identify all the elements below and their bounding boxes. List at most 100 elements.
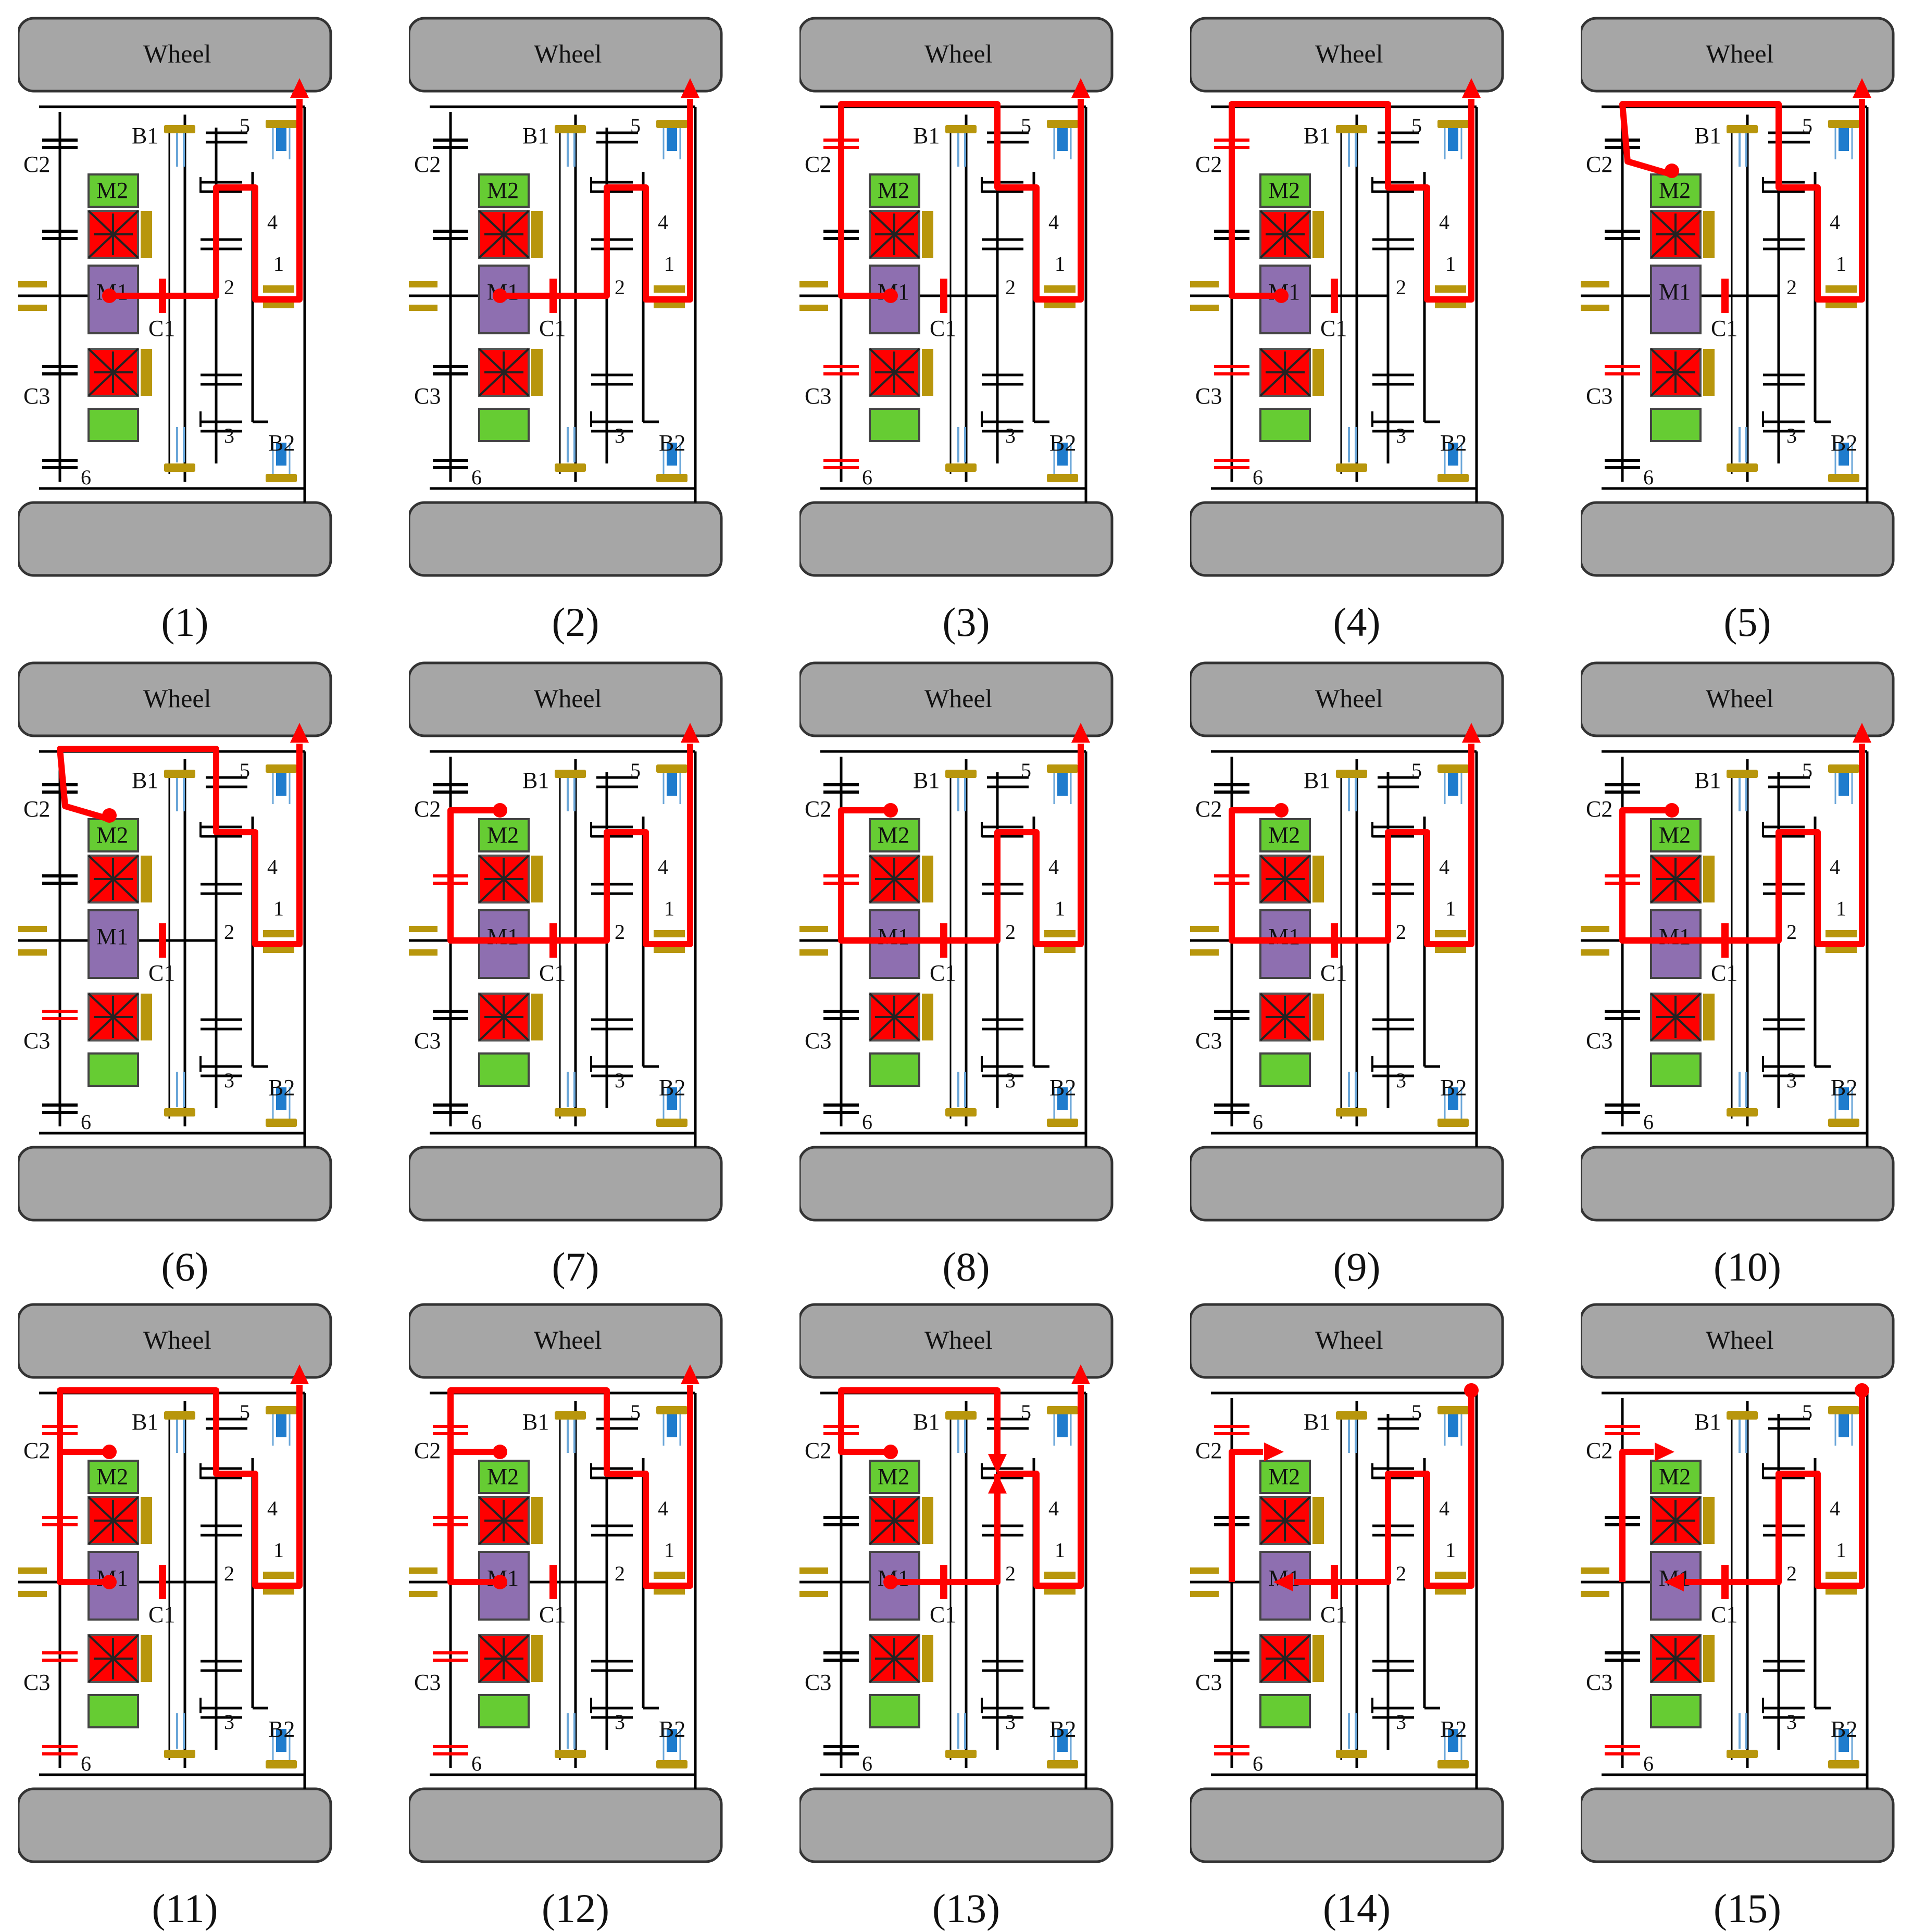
clutch-c3 [1214, 1651, 1249, 1654]
label-gear-1: 1 [1055, 252, 1065, 275]
label-c3: C3 [805, 1670, 831, 1695]
power-flow-arrow [290, 723, 309, 743]
gear-4-set [1763, 1467, 1805, 1479]
gear-lower-set [1763, 1018, 1805, 1031]
label-gear-6: 6 [471, 1752, 482, 1775]
label-c3: C3 [414, 1028, 441, 1053]
clutch-c3-lower-plate [1214, 1752, 1249, 1755]
clutch-c2-lower-plate [1605, 237, 1640, 240]
clutch-c3-plate [823, 1017, 859, 1020]
lower-green-block [478, 1694, 530, 1728]
label-gear-6: 6 [1253, 1752, 1263, 1775]
clutch-c3-lower [1214, 1745, 1249, 1748]
power-flow-arrow [681, 723, 699, 743]
wheel-top [18, 661, 332, 737]
left-bearing [799, 281, 828, 287]
power-flow-path [838, 744, 1084, 947]
gear-2-set [1372, 883, 1414, 895]
b1-bearing [1336, 1411, 1367, 1420]
brake-b2 [266, 443, 297, 482]
motor-m1-stator [478, 1634, 543, 1683]
brake-b2 [1828, 1087, 1859, 1127]
label-gear-5: 5 [630, 114, 641, 137]
b1-bearing [1727, 1411, 1758, 1420]
motor-m2-label: M2 [487, 178, 519, 203]
b3-bearing [1336, 463, 1367, 472]
panel-caption: (6) [161, 1244, 209, 1289]
label-gear-4: 4 [267, 210, 278, 234]
label-c2: C2 [414, 152, 441, 177]
clutch-c3-lower-plate [1605, 466, 1640, 469]
gear-lower-set [1372, 1018, 1414, 1031]
output-bearing-2 [263, 301, 294, 308]
gear-2-set [982, 883, 1023, 895]
clutch-c2-lower [42, 230, 78, 233]
label-gear-5: 5 [240, 1400, 250, 1424]
left-bearing-lower [1581, 1591, 1609, 1597]
lower-green-block [869, 408, 920, 442]
label-gear-4: 4 [1048, 210, 1059, 234]
clutch-c3-plate [42, 1017, 78, 1020]
gear-5 [1768, 776, 1810, 788]
clutch-c2-lower-plate [42, 882, 78, 885]
clutch-c3-lower [1605, 459, 1640, 462]
clutch-c3 [433, 1010, 468, 1013]
label-c2: C2 [1586, 1438, 1612, 1463]
label-c1: C1 [1320, 316, 1347, 341]
gear-3-set [982, 1707, 1023, 1719]
label-gear-2: 2 [1005, 275, 1016, 299]
motor-m2 [1259, 173, 1311, 208]
output-bearing-2 [1435, 1587, 1466, 1595]
power-source-dot [1274, 803, 1289, 818]
output-bearing [654, 930, 685, 937]
gear-3-set [591, 1065, 633, 1077]
clutch-c3-plate [1605, 1017, 1640, 1020]
motor-m2 [1650, 818, 1702, 852]
brake-top-right [1437, 1406, 1469, 1446]
output-bearing-2 [263, 946, 294, 953]
b1-bearing [555, 1411, 586, 1420]
gear-lower-set [201, 1660, 242, 1672]
clutch-c3 [1605, 365, 1640, 368]
clutch-c3-lower-plate [433, 466, 468, 469]
panel-caption: (11) [152, 1886, 218, 1931]
panel-caption: (12) [542, 1886, 609, 1931]
power-flow-arrow-m2 [1655, 1442, 1674, 1461]
gear-4-set [591, 1467, 633, 1479]
label-gear-3: 3 [1396, 424, 1406, 447]
power-flow-arrow [290, 78, 309, 98]
panel-caption: (9) [1333, 1244, 1381, 1289]
label-gear-6: 6 [862, 466, 872, 489]
left-bearing [799, 1567, 828, 1574]
motor-m1 [869, 909, 920, 979]
label-c2: C2 [805, 1438, 831, 1463]
output-bearing-2 [1435, 946, 1466, 953]
clutch-c2-plate [42, 791, 78, 794]
label-gear-3: 3 [224, 1710, 234, 1734]
label-c2: C2 [1586, 796, 1612, 822]
label-gear-2: 2 [1005, 920, 1016, 944]
power-source-dot [883, 803, 898, 818]
wheel-label: Wheel [924, 1325, 992, 1354]
lower-green-block [869, 1694, 920, 1728]
gear-5 [987, 1417, 1029, 1430]
power-flow-arrow [1071, 78, 1090, 98]
gear-2-set [1763, 883, 1805, 895]
clutch-c2 [42, 139, 78, 142]
power-flow-arrow-up [988, 1474, 1007, 1494]
label-b2: B2 [1440, 1075, 1467, 1100]
clutch-c3-plate [433, 1017, 468, 1020]
label-gear-3: 3 [615, 1710, 625, 1734]
label-gear-5: 5 [1411, 1400, 1422, 1424]
motor-m2-label: M2 [1268, 178, 1300, 203]
clutch-c3 [823, 1651, 859, 1654]
panel-caption: (5) [1723, 599, 1771, 645]
motor-m2 [478, 173, 530, 208]
b3-bearing [1336, 1108, 1367, 1116]
label-gear-2: 2 [1005, 1562, 1016, 1585]
